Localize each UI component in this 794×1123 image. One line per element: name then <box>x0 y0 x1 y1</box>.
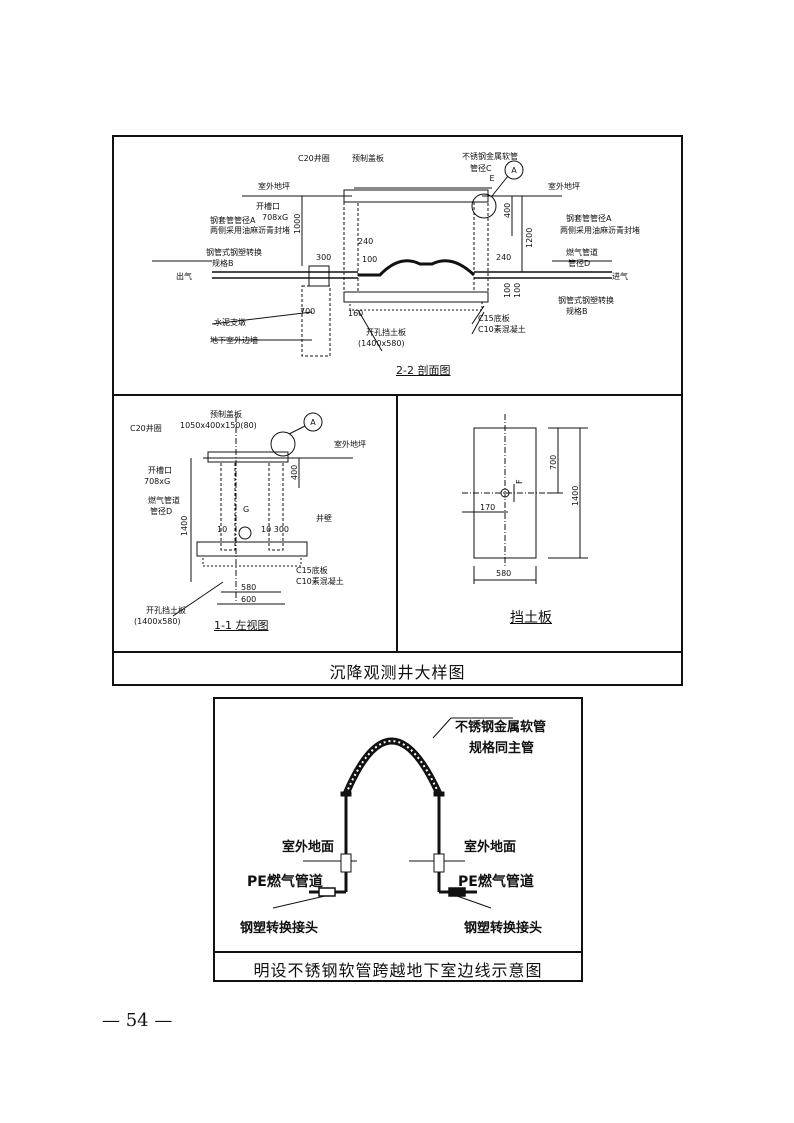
label-transition-right-2: 规格B <box>566 307 588 316</box>
section-22-title: 2-2 剖面图 <box>396 364 451 377</box>
dim-300: 300 <box>316 253 331 262</box>
hose-caption: 明设不锈钢软管跨越地下室边线示意图 <box>253 961 543 980</box>
dim-f: F <box>515 479 524 484</box>
label-transition-right-1: 钢管式钢塑转换 <box>558 296 614 305</box>
label-hose-line1: 不锈钢金属软管 <box>462 152 518 161</box>
pe-left: PE燃气管道 <box>247 874 323 890</box>
label-hose-line2: 管径C <box>470 164 492 173</box>
dim-100r1: 100 <box>503 283 512 298</box>
pe-right: PE燃气管道 <box>458 874 534 890</box>
label-outdoor-ground: 室外地坪 <box>258 182 290 191</box>
lv-gas-pipe-1: 燃气管道 <box>148 496 180 505</box>
plate-title: 挡土板 <box>510 610 552 626</box>
label-casing-left-1: 钢套管管径A <box>210 216 256 225</box>
divider-h2 <box>112 651 683 653</box>
dim-240r: 240 <box>496 253 511 262</box>
label-inlet: 进气 <box>612 272 628 281</box>
label-outdoor-ground-right: 室外地坪 <box>548 182 580 191</box>
left-view-title: 1-1 左视图 <box>214 619 269 632</box>
hose-diagram-drawing <box>272 717 513 909</box>
label-slot-opening: 开槽口 <box>256 202 280 211</box>
dim-1400-plate: 1400 <box>571 486 580 506</box>
hose-divider <box>213 951 583 953</box>
top-caption: 沉降观测井大样图 <box>329 663 466 682</box>
lv-plate-2: (1400x580) <box>134 617 181 626</box>
lv-slot-opening: 开槽口 <box>148 466 172 475</box>
label-plate-2: (1400x580) <box>358 339 405 348</box>
label-casing-right-1: 钢套管管径A <box>566 214 612 223</box>
ground-right: 室外地面 <box>464 840 517 855</box>
dim-580-plate: 580 <box>496 569 511 578</box>
callout-a-left: A <box>310 418 316 427</box>
hose-label-1: 不锈钢金属软管 <box>455 720 547 735</box>
lv-plate-1: 开孔挡土板 <box>146 606 186 615</box>
dim-240: 240 <box>358 237 373 246</box>
lv-well-wall: 井壁 <box>316 514 332 523</box>
left-view-drawing: A 1400 400 G 10 10 300 580 600 <box>172 412 353 617</box>
dim-10: 10 <box>217 525 227 534</box>
label-cement-support: 水泥支墩 <box>214 318 246 327</box>
lv-precast-cover-2: 1050x400x150(80) <box>180 421 257 430</box>
dim-300-left: 10 300 <box>261 525 289 534</box>
joint-right: 钢塑转换接头 <box>464 921 543 936</box>
divider-v <box>396 394 398 652</box>
retaining-plate-drawing: 700 1400 F 170 580 <box>462 414 588 584</box>
lv-c10-concrete: C10素混凝土 <box>296 577 344 586</box>
label-plate-1: 开孔挡土板 <box>366 328 406 337</box>
lv-gas-pipe-2: 管径D <box>150 507 173 516</box>
dim-600-left: 600 <box>241 595 256 604</box>
dim-400-left: 400 <box>290 465 299 480</box>
dim-e: E <box>489 174 494 183</box>
dim-160: 160 <box>348 309 363 318</box>
label-transition-left-2: 规格B <box>212 259 234 268</box>
lv-slot-size: 708xG <box>144 477 171 486</box>
hose-diagram-frame <box>213 697 583 982</box>
dim-580-left: 580 <box>241 583 256 592</box>
dim-1400-left: 1400 <box>180 516 189 536</box>
lv-c15-base: C15底板 <box>296 566 328 575</box>
section-22-drawing: E A 1000 300 240 100 700 160 400 1200 24… <box>152 160 612 357</box>
lv-outdoor-ground: 室外地坪 <box>334 440 366 449</box>
label-precast-cover: 预制盖板 <box>352 154 384 163</box>
label-outlet: 出气 <box>176 272 192 281</box>
lv-precast-cover-1: 预制盖板 <box>210 410 242 419</box>
lv-c20-ring: C20井圈 <box>130 424 162 433</box>
label-basement-edge: 地下室外边墙 <box>210 336 258 345</box>
label-casing-right-2: 两侧采用油麻沥青封堵 <box>560 226 640 235</box>
label-gas-pipe-right-2: 管径D <box>568 259 591 268</box>
label-c15-base: C15底板 <box>478 314 510 323</box>
label-gas-pipe-right-1: 燃气管道 <box>566 248 598 257</box>
label-c10-concrete: C10素混凝土 <box>478 325 526 334</box>
ground-left: 室外地面 <box>282 840 335 855</box>
label-c20-ring: C20井圈 <box>298 154 330 163</box>
dim-1200: 1200 <box>525 228 534 248</box>
dim-1000: 1000 <box>293 214 302 234</box>
callout-a-22: A <box>511 166 517 175</box>
label-casing-left-2: 两侧采用油麻沥青封堵 <box>210 226 290 235</box>
label-transition-left-1: 钢管式钢塑转换 <box>206 248 262 257</box>
dim-400: 400 <box>503 203 512 218</box>
dim-100r2: 100 <box>513 283 522 298</box>
hose-label-2: 规格同主管 <box>469 741 535 756</box>
dim-170: 170 <box>480 503 495 512</box>
dim-700-plate: 700 <box>549 455 558 470</box>
dim-700: 700 <box>300 307 315 316</box>
page-number: — 54 — <box>102 1010 173 1031</box>
settlement-well-detail-frame <box>112 135 683 686</box>
dim-100: 100 <box>362 255 377 264</box>
label-slot-size: 708xG <box>262 213 289 222</box>
joint-left: 钢塑转换接头 <box>240 921 319 936</box>
dim-g: G <box>243 505 249 514</box>
